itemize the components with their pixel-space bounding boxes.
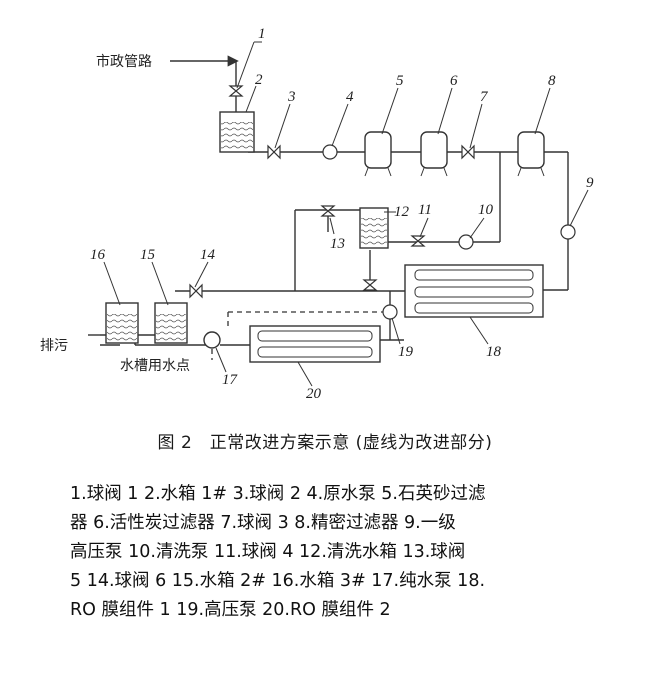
- ball-valve-5: [320, 205, 336, 217]
- ball-valve-4: [410, 235, 426, 247]
- num-7: 7: [480, 89, 489, 105]
- num-6: 6: [450, 73, 458, 89]
- ball-valve-1: [228, 85, 244, 97]
- ball-valve-3: [461, 144, 475, 160]
- municipal-pipe-label: 市政管路: [96, 53, 152, 70]
- num-1: 1: [258, 26, 266, 42]
- figure-caption: 图 2 正常改进方案示意 (虚线为改进部分): [157, 433, 493, 453]
- legend: 1.球阀 1 2.水箱 1# 3.球阀 2 4.原水泵 5.石英砂过滤 器 6.…: [70, 480, 590, 625]
- quartz-sand-filter: [364, 131, 392, 177]
- legend-line: 高压泵 10.清洗泵 11.球阀 4 12.清洗水箱 13.球阀: [70, 542, 466, 562]
- tank-water-point-label: 水槽用水点: [120, 358, 190, 374]
- num-5: 5: [396, 73, 404, 89]
- num-20: 20: [306, 386, 322, 402]
- water-tank-2: [154, 302, 188, 344]
- high-pressure-pump: [382, 304, 398, 320]
- precision-filter: [517, 131, 545, 177]
- primary-high-pressure-pump: [560, 224, 576, 240]
- legend-line: RO 膜组件 1 19.高压泵 20.RO 膜组件 2: [70, 600, 391, 620]
- ro-membrane-module-1: [404, 264, 544, 318]
- num-11: 11: [418, 202, 432, 218]
- num-9: 9: [586, 175, 594, 191]
- num-14: 14: [200, 247, 216, 263]
- num-2: 2: [255, 72, 263, 88]
- water-tank-3: [105, 302, 139, 344]
- num-8: 8: [548, 73, 556, 89]
- valve-lower: [362, 279, 378, 291]
- num-17: 17: [222, 372, 239, 388]
- process-diagram: 1 2 3 4 5 6 7 8 9 10 11 12 13 14 15 16 1…: [40, 26, 594, 402]
- ball-valve-2: [267, 144, 281, 160]
- legend-line: 器 6.活性炭过滤器 7.球阀 3 8.精密过滤器 9.一级: [70, 513, 456, 533]
- ball-valve-6: [189, 283, 203, 299]
- num-15: 15: [140, 247, 156, 263]
- water-tank-1: [219, 111, 255, 153]
- num-18: 18: [486, 344, 502, 360]
- ro-membrane-module-2: [249, 325, 381, 363]
- num-19: 19: [398, 344, 414, 360]
- raw-water-pump: [322, 144, 338, 160]
- cleaning-pump: [458, 234, 474, 250]
- activated-carbon-filter: [420, 131, 448, 177]
- num-4: 4: [346, 89, 354, 105]
- num-10: 10: [478, 202, 494, 218]
- drain-label: 排污: [40, 338, 68, 354]
- cleaning-water-tank: [359, 207, 389, 249]
- num-12: 12: [394, 204, 410, 220]
- legend-line: 1.球阀 1 2.水箱 1# 3.球阀 2 4.原水泵 5.石英砂过滤: [70, 484, 486, 504]
- num-16: 16: [90, 247, 106, 263]
- legend-line: 5 14.球阀 6 15.水箱 2# 16.水箱 3# 17.纯水泵 18.: [70, 571, 486, 591]
- pure-water-pump: [203, 331, 221, 349]
- num-13: 13: [330, 236, 345, 252]
- num-3: 3: [287, 89, 296, 105]
